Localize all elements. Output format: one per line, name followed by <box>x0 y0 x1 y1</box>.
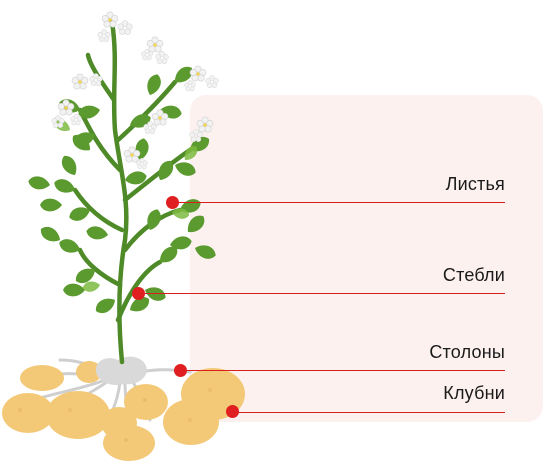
stems <box>72 19 193 365</box>
tubers <box>2 361 245 461</box>
stems-marker <box>132 287 145 300</box>
tubers-marker <box>226 405 239 418</box>
stems-leader-line <box>139 293 505 294</box>
stolons-marker <box>174 364 187 377</box>
leaves-marker <box>166 196 179 209</box>
tubers-leader-line <box>233 412 505 413</box>
crown <box>95 356 147 386</box>
tubers-label: Клубни <box>443 383 505 403</box>
stems-label: Стебли <box>442 265 505 285</box>
label-panel <box>190 95 543 422</box>
leaves-leader-line <box>173 202 505 203</box>
stolons-label: Столоны <box>429 342 505 362</box>
stolons-leader-line <box>181 370 505 371</box>
leaves-label: Листья <box>445 174 505 194</box>
